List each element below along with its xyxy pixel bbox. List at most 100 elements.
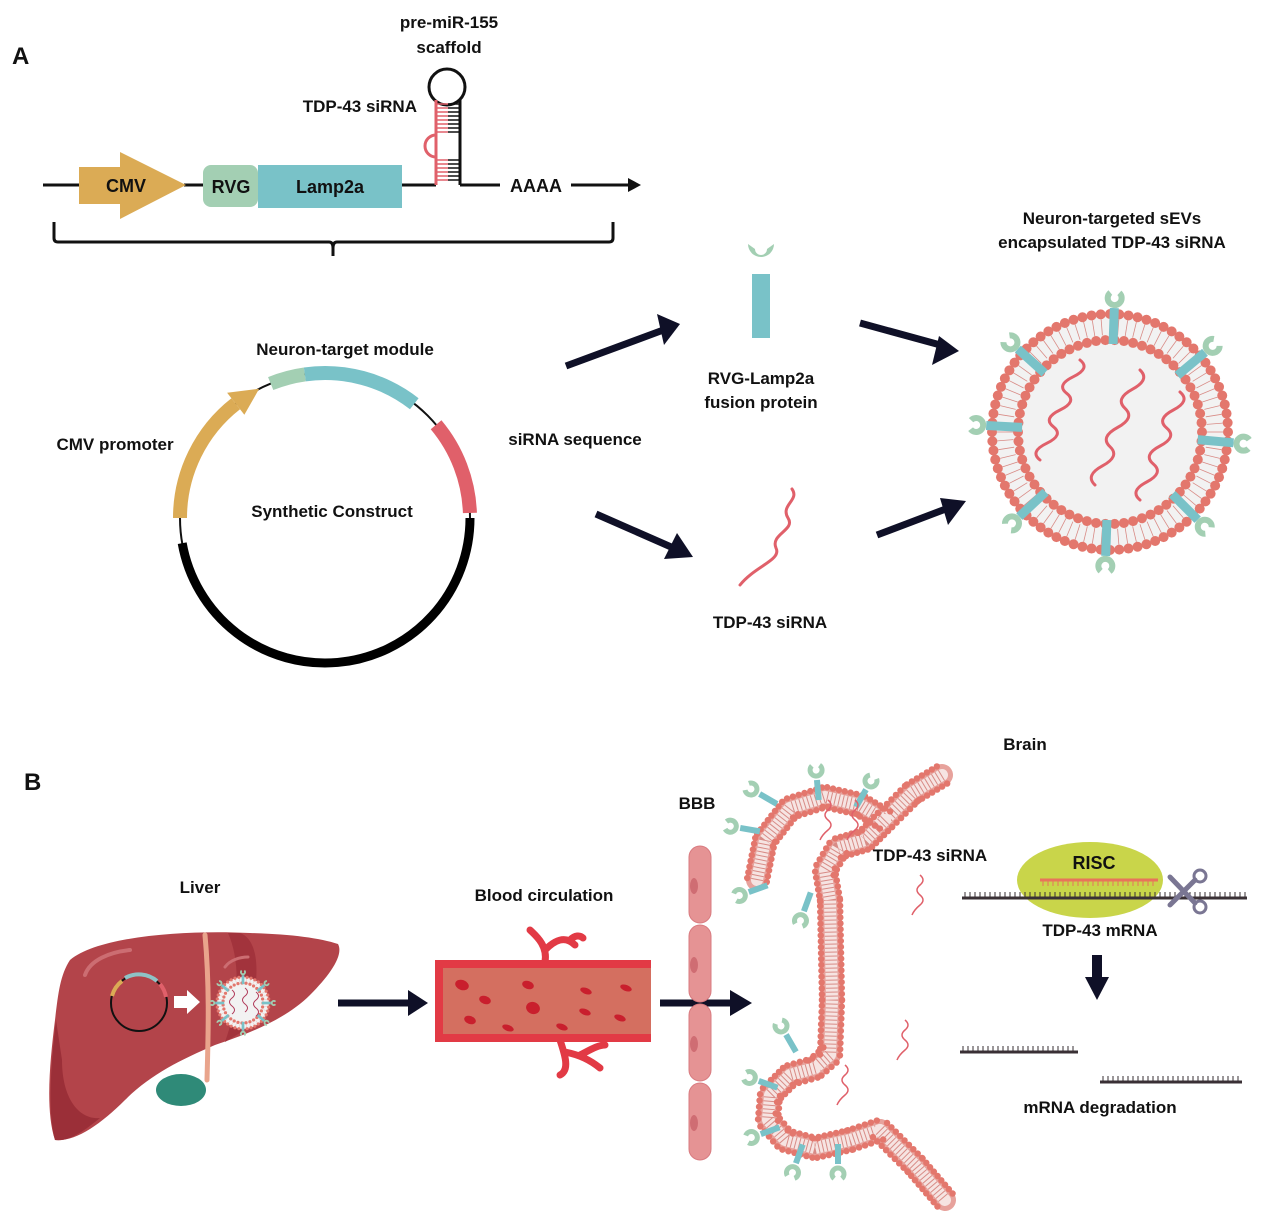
- lipid-head: [943, 780, 951, 787]
- lipid-head: [817, 914, 824, 922]
- lipid-head: [876, 825, 884, 832]
- lipid-head-outer: [1059, 536, 1070, 547]
- lipid-head-outer: [999, 480, 1010, 491]
- lipid-head: [832, 1129, 840, 1137]
- lipid-head-outer: [1188, 343, 1199, 354]
- lipid-head-inner: [1056, 348, 1067, 359]
- lipid-head: [862, 821, 870, 829]
- lipid-head: [842, 832, 850, 839]
- lipid-head: [902, 810, 909, 817]
- lipid-tail: [219, 1009, 223, 1011]
- scissors-icon: [1167, 868, 1208, 915]
- lipid-head: [771, 1072, 779, 1080]
- lipid-head: [837, 1039, 844, 1047]
- lipid-head: [893, 819, 900, 826]
- lipid-head: [838, 973, 845, 980]
- lamp2a-protein: [1014, 345, 1048, 377]
- lipid-head: [828, 1063, 835, 1071]
- lipid-head: [776, 1098, 783, 1106]
- lipid-head: [911, 1177, 919, 1184]
- rvg-peptide-icon: [263, 1019, 270, 1026]
- lipid-head: [892, 791, 900, 799]
- lipid-head-outer: [233, 976, 237, 980]
- lipid-head-outer: [995, 381, 1006, 392]
- lamp2a-label: Lamp2a: [296, 177, 365, 197]
- fusion-protein-label-line1: RVG-Lamp2a: [708, 369, 815, 388]
- lipid-head: [887, 1151, 894, 1158]
- lipid-head: [781, 1090, 789, 1098]
- lipid-head-outer: [1141, 314, 1152, 325]
- liver-body: [49, 932, 340, 1141]
- mrna-degradation-label: mRNA degradation: [1023, 1098, 1176, 1117]
- lipid-head: [773, 838, 780, 845]
- rvg-peptide-icon: [792, 912, 809, 929]
- mrna-fragment: [960, 1046, 1078, 1054]
- plasmid-backbone-segment: [177, 517, 475, 668]
- lipid-head-outer: [215, 997, 219, 1001]
- lipid-head: [819, 1153, 827, 1160]
- lipid-head: [809, 1055, 816, 1062]
- rvg-peptide-icon: [240, 1030, 246, 1037]
- lipid-head-outer: [1214, 472, 1225, 483]
- lipid-head-inner: [1118, 336, 1129, 347]
- lipid-head: [793, 1078, 801, 1086]
- lipid-head: [764, 816, 772, 824]
- lipid-tail: [1058, 518, 1067, 533]
- lipid-head-inner: [251, 1018, 256, 1022]
- lipid-head: [769, 850, 776, 857]
- lipid-head: [949, 1190, 956, 1197]
- lipid-head-inner: [1091, 517, 1102, 528]
- mini-sirna: [229, 989, 235, 1015]
- lipid-tail: [1199, 468, 1215, 476]
- lipid-tail: [1005, 468, 1021, 476]
- rvg-peptide-icon: [263, 980, 270, 987]
- synthetic-construct-label: Synthetic Construct: [251, 502, 413, 521]
- lipid-head-inner: [1145, 509, 1156, 520]
- released-sirna: [846, 799, 859, 841]
- lipid-head: [818, 979, 825, 986]
- lipid-tail: [1139, 324, 1146, 340]
- lipid-head: [867, 1119, 875, 1126]
- lipid-head: [837, 807, 844, 814]
- lipid-head-inner: [1145, 344, 1156, 355]
- lipid-head-inner: [1128, 337, 1139, 348]
- lipid-head: [755, 1109, 762, 1117]
- lipid-head-outer: [990, 399, 1001, 410]
- lipid-head: [776, 1115, 784, 1122]
- lipid-head-inner: [1024, 382, 1035, 393]
- lamp2a-protein: [747, 882, 769, 895]
- lipid-head: [918, 795, 926, 802]
- lipid-head: [818, 1008, 825, 1016]
- membrane-core: [874, 1124, 951, 1206]
- plasmid-cmv-arrowhead-icon: [227, 388, 260, 415]
- lipid-head-outer: [1009, 496, 1020, 507]
- lipid-head: [849, 1125, 857, 1132]
- lipid-tail: [1009, 475, 1024, 484]
- lipid-head: [908, 778, 916, 785]
- rvg-peptide-icon: [1000, 332, 1021, 353]
- mini-plasmid-sirna: [158, 982, 168, 998]
- risc-complex: [962, 842, 1247, 918]
- liver-icon: [49, 932, 340, 1141]
- lipid-head: [817, 1039, 824, 1046]
- lipid-tail: [1074, 524, 1081, 540]
- expression-cassette: CMV RVG Lamp2a TDP-43 siRNA pre-miR-155 …: [43, 13, 641, 256]
- lipid-head: [930, 1198, 937, 1206]
- brain-sirna-label: TDP-43 siRNA: [873, 846, 987, 865]
- lipid-head: [790, 1060, 797, 1067]
- lipid-head: [841, 788, 848, 795]
- pre-mir-155-label-line1: pre-miR-155: [400, 13, 498, 32]
- lipid-head: [837, 937, 845, 945]
- lipid-head-inner: [1195, 445, 1206, 456]
- rvg-peptide-icon: [1095, 555, 1116, 574]
- free-sirna-label: TDP-43 siRNA: [713, 613, 827, 632]
- lipid-head: [843, 1147, 850, 1155]
- lipid-tail: [1178, 351, 1191, 364]
- arrow-sirna-to-sev-icon: [875, 503, 953, 539]
- lipid-tail: [1202, 461, 1218, 468]
- lipid-head: [823, 1068, 830, 1075]
- lipid-head-outer: [1028, 337, 1039, 348]
- lipid-tail: [262, 991, 265, 994]
- lipid-head: [818, 973, 825, 980]
- red-blood-cell: [522, 980, 534, 990]
